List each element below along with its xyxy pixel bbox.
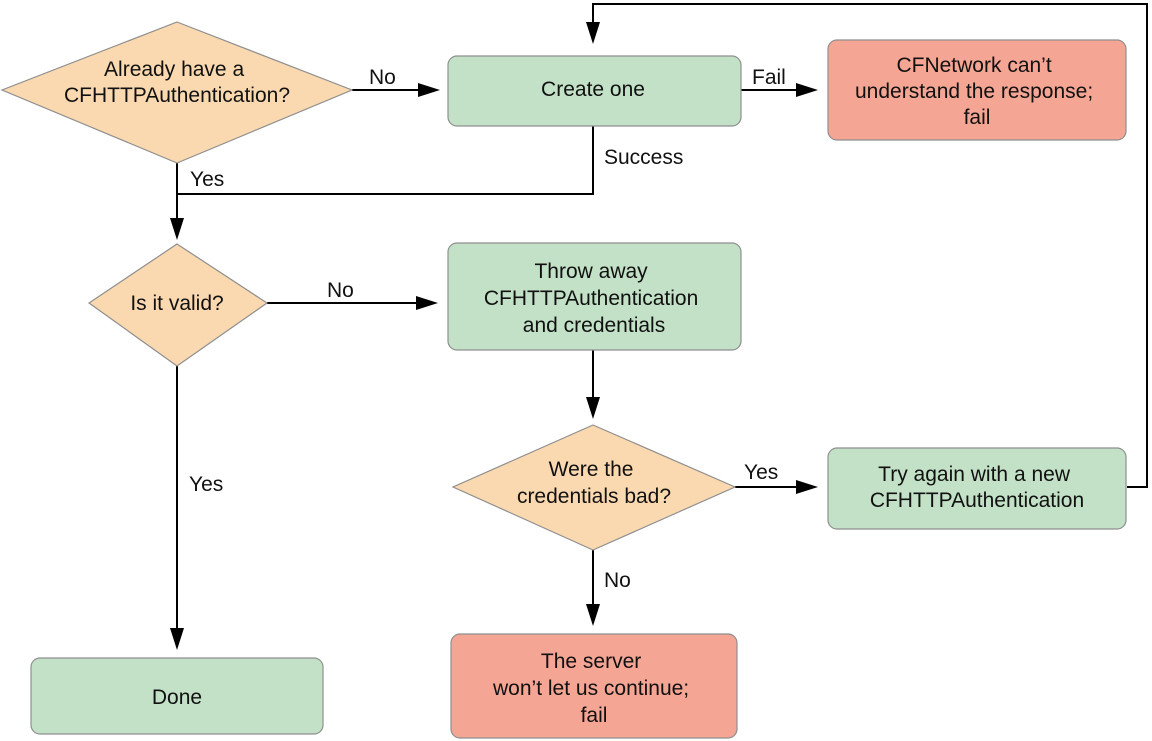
edge-label-no-server: No xyxy=(604,569,631,592)
node-label-line: and credentials xyxy=(523,314,665,337)
decision-shape xyxy=(87,243,269,367)
node-label-line: CFHTTPAuthentication xyxy=(870,489,1084,512)
process-create-one: Create one xyxy=(447,55,742,127)
process-shape xyxy=(447,55,742,127)
edge-label-yes-try: Yes xyxy=(744,461,778,484)
decision-credentials-bad: Were the credentials bad? xyxy=(451,424,737,551)
process-throw-away: Throw away CFHTTPAuthentication and cred… xyxy=(447,242,742,351)
node-label: Throw away CFHTTPAuthentication and cred… xyxy=(484,260,704,337)
process-shape xyxy=(447,242,742,351)
node-label: The server won’t let us continue; fail xyxy=(492,650,695,727)
arrowhead xyxy=(586,397,600,419)
decision-shape xyxy=(0,21,354,164)
process-done: Done xyxy=(30,657,324,735)
node-label-line: Is it valid? xyxy=(130,292,223,315)
node-label-line: won’t let us continue; xyxy=(492,677,689,700)
decision-already-have: Already have a CFHTTPAuthentication? xyxy=(0,21,354,164)
edges xyxy=(170,3,1148,650)
process-shape xyxy=(827,447,1127,530)
node-label-line: fail xyxy=(964,106,991,129)
node-label-line: understand the response; xyxy=(855,80,1093,103)
node-label-line: The server xyxy=(541,650,641,673)
edge-label-yes-done: Yes xyxy=(189,473,223,496)
failure-shape xyxy=(827,39,1127,141)
arrowhead xyxy=(416,296,438,310)
node-label-line: CFNetwork can’t xyxy=(896,54,1051,77)
arrowhead xyxy=(170,218,184,240)
node-label-line: Throw away xyxy=(534,260,648,283)
arrowhead xyxy=(586,604,600,626)
node-label: Is it valid? xyxy=(130,292,223,315)
node-label: Try again with a new CFHTTPAuthenticatio… xyxy=(870,463,1084,512)
decision-is-valid: Is it valid? xyxy=(87,243,269,367)
process-shape xyxy=(30,657,324,735)
arrowhead xyxy=(418,83,440,97)
edge-labels: No Fail Success Yes No Yes Yes No xyxy=(189,66,786,592)
edge-loop-back xyxy=(592,3,1148,488)
node-label-line: CFHTTPAuthentication xyxy=(484,287,698,310)
node-label: Done xyxy=(152,686,202,709)
arrowhead xyxy=(170,628,184,650)
failure-cfnetwork: CFNetwork can’t understand the response;… xyxy=(827,39,1127,141)
node-label: Create one xyxy=(541,78,645,101)
edge-success xyxy=(177,126,594,195)
node-label-line: Were the xyxy=(549,458,634,481)
node-label-line: fail xyxy=(581,704,608,727)
failure-server: The server won’t let us continue; fail xyxy=(450,633,738,739)
edge-label-yes-valid: Yes xyxy=(190,168,224,191)
failure-shape xyxy=(450,633,738,739)
node-label: CFNetwork can’t understand the response;… xyxy=(855,54,1099,129)
node-label-line: Done xyxy=(152,686,202,709)
node-label-line: credentials bad? xyxy=(517,485,671,508)
node-label-line: Try again with a new xyxy=(878,463,1071,486)
node-label-line: Already have a xyxy=(104,58,244,81)
node-label: Were the credentials bad? xyxy=(517,458,671,508)
node-label-line: Create one xyxy=(541,78,645,101)
edge-label-fail: Fail xyxy=(752,66,786,89)
decision-shape xyxy=(451,424,737,551)
node-label: Already have a CFHTTPAuthentication? xyxy=(64,58,290,107)
edge-label-no-throw: No xyxy=(327,279,354,302)
edge-label-success: Success xyxy=(604,146,683,169)
edge-label-no-create: No xyxy=(369,66,396,89)
arrowhead xyxy=(796,480,818,494)
arrowhead xyxy=(586,22,600,44)
arrowhead xyxy=(796,83,818,97)
process-try-again: Try again with a new CFHTTPAuthenticatio… xyxy=(827,447,1127,530)
node-label-line: CFHTTPAuthentication? xyxy=(64,84,290,107)
